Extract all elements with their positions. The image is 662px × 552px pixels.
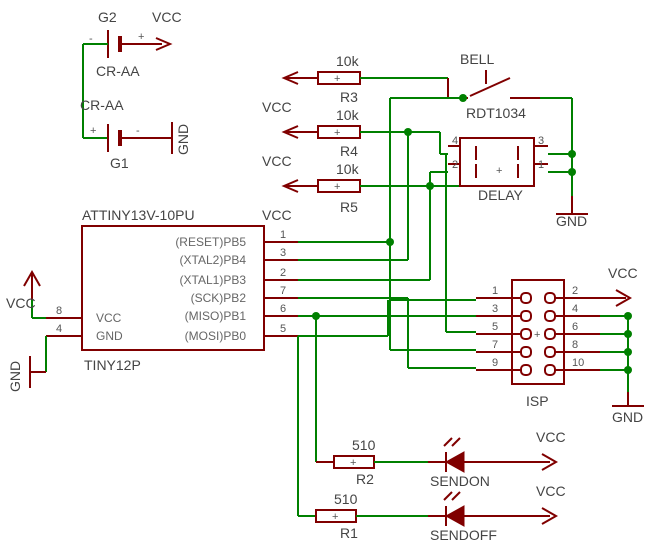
mcu-bottom-label: TINY12P [84, 357, 141, 373]
battery-g1-plus: + [90, 125, 96, 137]
svg-text:+: + [334, 73, 340, 85]
isp-pin-right: 6 [572, 321, 578, 333]
gnd-mcu-left: GND [7, 336, 47, 392]
delay-pin-3: 3 [538, 135, 544, 147]
resistor-r5: + 10k R5 [281, 161, 460, 215]
mcu-right-pins: 1 3 2 7 6 5 (RESET)PB5 (XTAL2)PB4 (XTAL1… [175, 229, 298, 343]
gnd-isp: GND [612, 392, 644, 425]
led-sendon-ref: SENDON [430, 473, 490, 489]
led-sendon: SENDON VCC [428, 429, 566, 489]
battery-g2-ref: G2 [98, 9, 117, 25]
isp-pin-right: 10 [572, 357, 584, 369]
gnd-label-mcu-left: GND [7, 361, 23, 392]
vcc-label-isp: VCC [608, 265, 638, 281]
r3-value: 10k [336, 53, 360, 69]
r4-ref: R4 [340, 143, 358, 159]
gnd-delay: GND [556, 196, 588, 229]
delay-pin-4: 4 [452, 135, 458, 147]
isp-header: + 1 3 5 7 9 2 4 6 8 10 ISP [476, 279, 600, 409]
delay-plus: + [496, 165, 502, 177]
isp-pin-right: 2 [572, 285, 578, 297]
isp-pin-right: 4 [572, 303, 578, 315]
battery-g2-value: CR-AA [96, 63, 140, 79]
r2-ref: R2 [356, 471, 374, 487]
svg-text:+: + [332, 511, 338, 523]
r5-ref: R5 [340, 199, 358, 215]
vcc-label-sendoff: VCC [536, 483, 566, 499]
mcu-right-pin-num: 5 [280, 323, 286, 335]
mcu-right-pin-num: 6 [280, 303, 286, 315]
mcu-left-pin-name: GND [96, 329, 123, 343]
battery-g2-plus: + [138, 31, 144, 43]
battery-g1-value: CR-AA [80, 97, 124, 113]
r5-value: 10k [336, 161, 360, 177]
svg-text:+: + [350, 457, 356, 469]
vcc-label-mcu: VCC [262, 207, 292, 223]
mcu-left-pin-num: 4 [56, 323, 62, 335]
mcu-attiny: ATTINY13V-10PU TINY12P VCC 8 4 VCC GND 1… [46, 207, 298, 373]
mcu-right-pin-name: (XTAL2)PB4 [180, 253, 247, 267]
mcu-left-pin-num: 8 [56, 305, 62, 317]
vcc-label-sendon: VCC [536, 429, 566, 445]
bell-value: RDT1034 [466, 105, 526, 121]
led-sendoff-ref: SENDOFF [430, 527, 497, 543]
vcc-isp: VCC [600, 265, 638, 307]
resistor-r1: + 510 R1 [315, 491, 358, 541]
delay-pin-1: 1 [538, 159, 544, 171]
r4-value: 10k [336, 107, 360, 123]
delay-ref: DELAY [478, 187, 524, 203]
svg-text:+: + [334, 181, 340, 193]
vcc-label-r3: VCC [262, 99, 292, 115]
mcu-right-pin-name: (XTAL1)PB3 [180, 273, 247, 287]
led-sendoff: SENDOFF VCC [428, 483, 566, 543]
delay-module: + 4 3 2 1 DELAY [448, 135, 548, 203]
mcu-right-pin-name: (MOSI)PB0 [185, 329, 247, 343]
svg-text:+: + [334, 127, 340, 139]
resistor-r3: + 10k R3 VCC [262, 53, 448, 115]
battery-g1-ref: G1 [110, 155, 129, 171]
battery-g1: CR-AA G1 + - GND [80, 97, 191, 171]
bell-ref: BELL [460, 51, 494, 67]
vcc-label-mcu-left: VCC [6, 295, 36, 311]
isp-pin-right: 8 [572, 339, 578, 351]
gnd-label-battery: GND [175, 124, 191, 155]
gnd-label-isp: GND [612, 409, 643, 425]
r2-value: 510 [352, 437, 376, 453]
isp-pin-left: 5 [492, 321, 498, 333]
isp-pin-left: 3 [492, 303, 498, 315]
delay-pin-2: 2 [452, 159, 458, 171]
r1-ref: R1 [340, 525, 358, 541]
isp-pin-left: 1 [492, 285, 498, 297]
battery-g1-minus: - [136, 125, 140, 137]
mcu-top-label: ATTINY13V-10PU [82, 207, 195, 223]
vcc-label-r4: VCC [262, 153, 292, 169]
r1-value: 510 [334, 491, 358, 507]
vcc-label-battery: VCC [152, 9, 182, 25]
mcu-right-pin-name: (MISO)PB1 [185, 309, 247, 323]
isp-pin-left: 9 [492, 357, 498, 369]
battery-g2: G2 CR-AA - + VCC [83, 9, 182, 79]
mcu-right-pin-name: (RESET)PB5 [175, 235, 246, 249]
mcu-right-pin-name: (SCK)PB2 [191, 291, 247, 305]
isp-pin-left: 7 [492, 339, 498, 351]
mcu-left-pin-name: VCC [96, 311, 122, 325]
vcc-mcu-left: VCC [6, 269, 46, 319]
battery-g2-minus: - [89, 33, 93, 45]
isp-plus: + [534, 329, 540, 341]
r3-ref: R3 [340, 89, 358, 105]
mcu-right-pin-num: 3 [280, 247, 286, 259]
bell-switch: BELL RDT1034 [447, 51, 540, 121]
resistor-r4: + 10k R4 VCC [262, 107, 440, 169]
mcu-right-pin-num: 2 [280, 267, 286, 279]
mcu-right-pin-num: 7 [280, 285, 286, 297]
resistor-r2: + 510 R2 [316, 437, 376, 487]
mcu-right-pin-num: 1 [280, 229, 286, 241]
gnd-label-delay: GND [556, 213, 587, 229]
isp-ref: ISP [526, 393, 549, 409]
